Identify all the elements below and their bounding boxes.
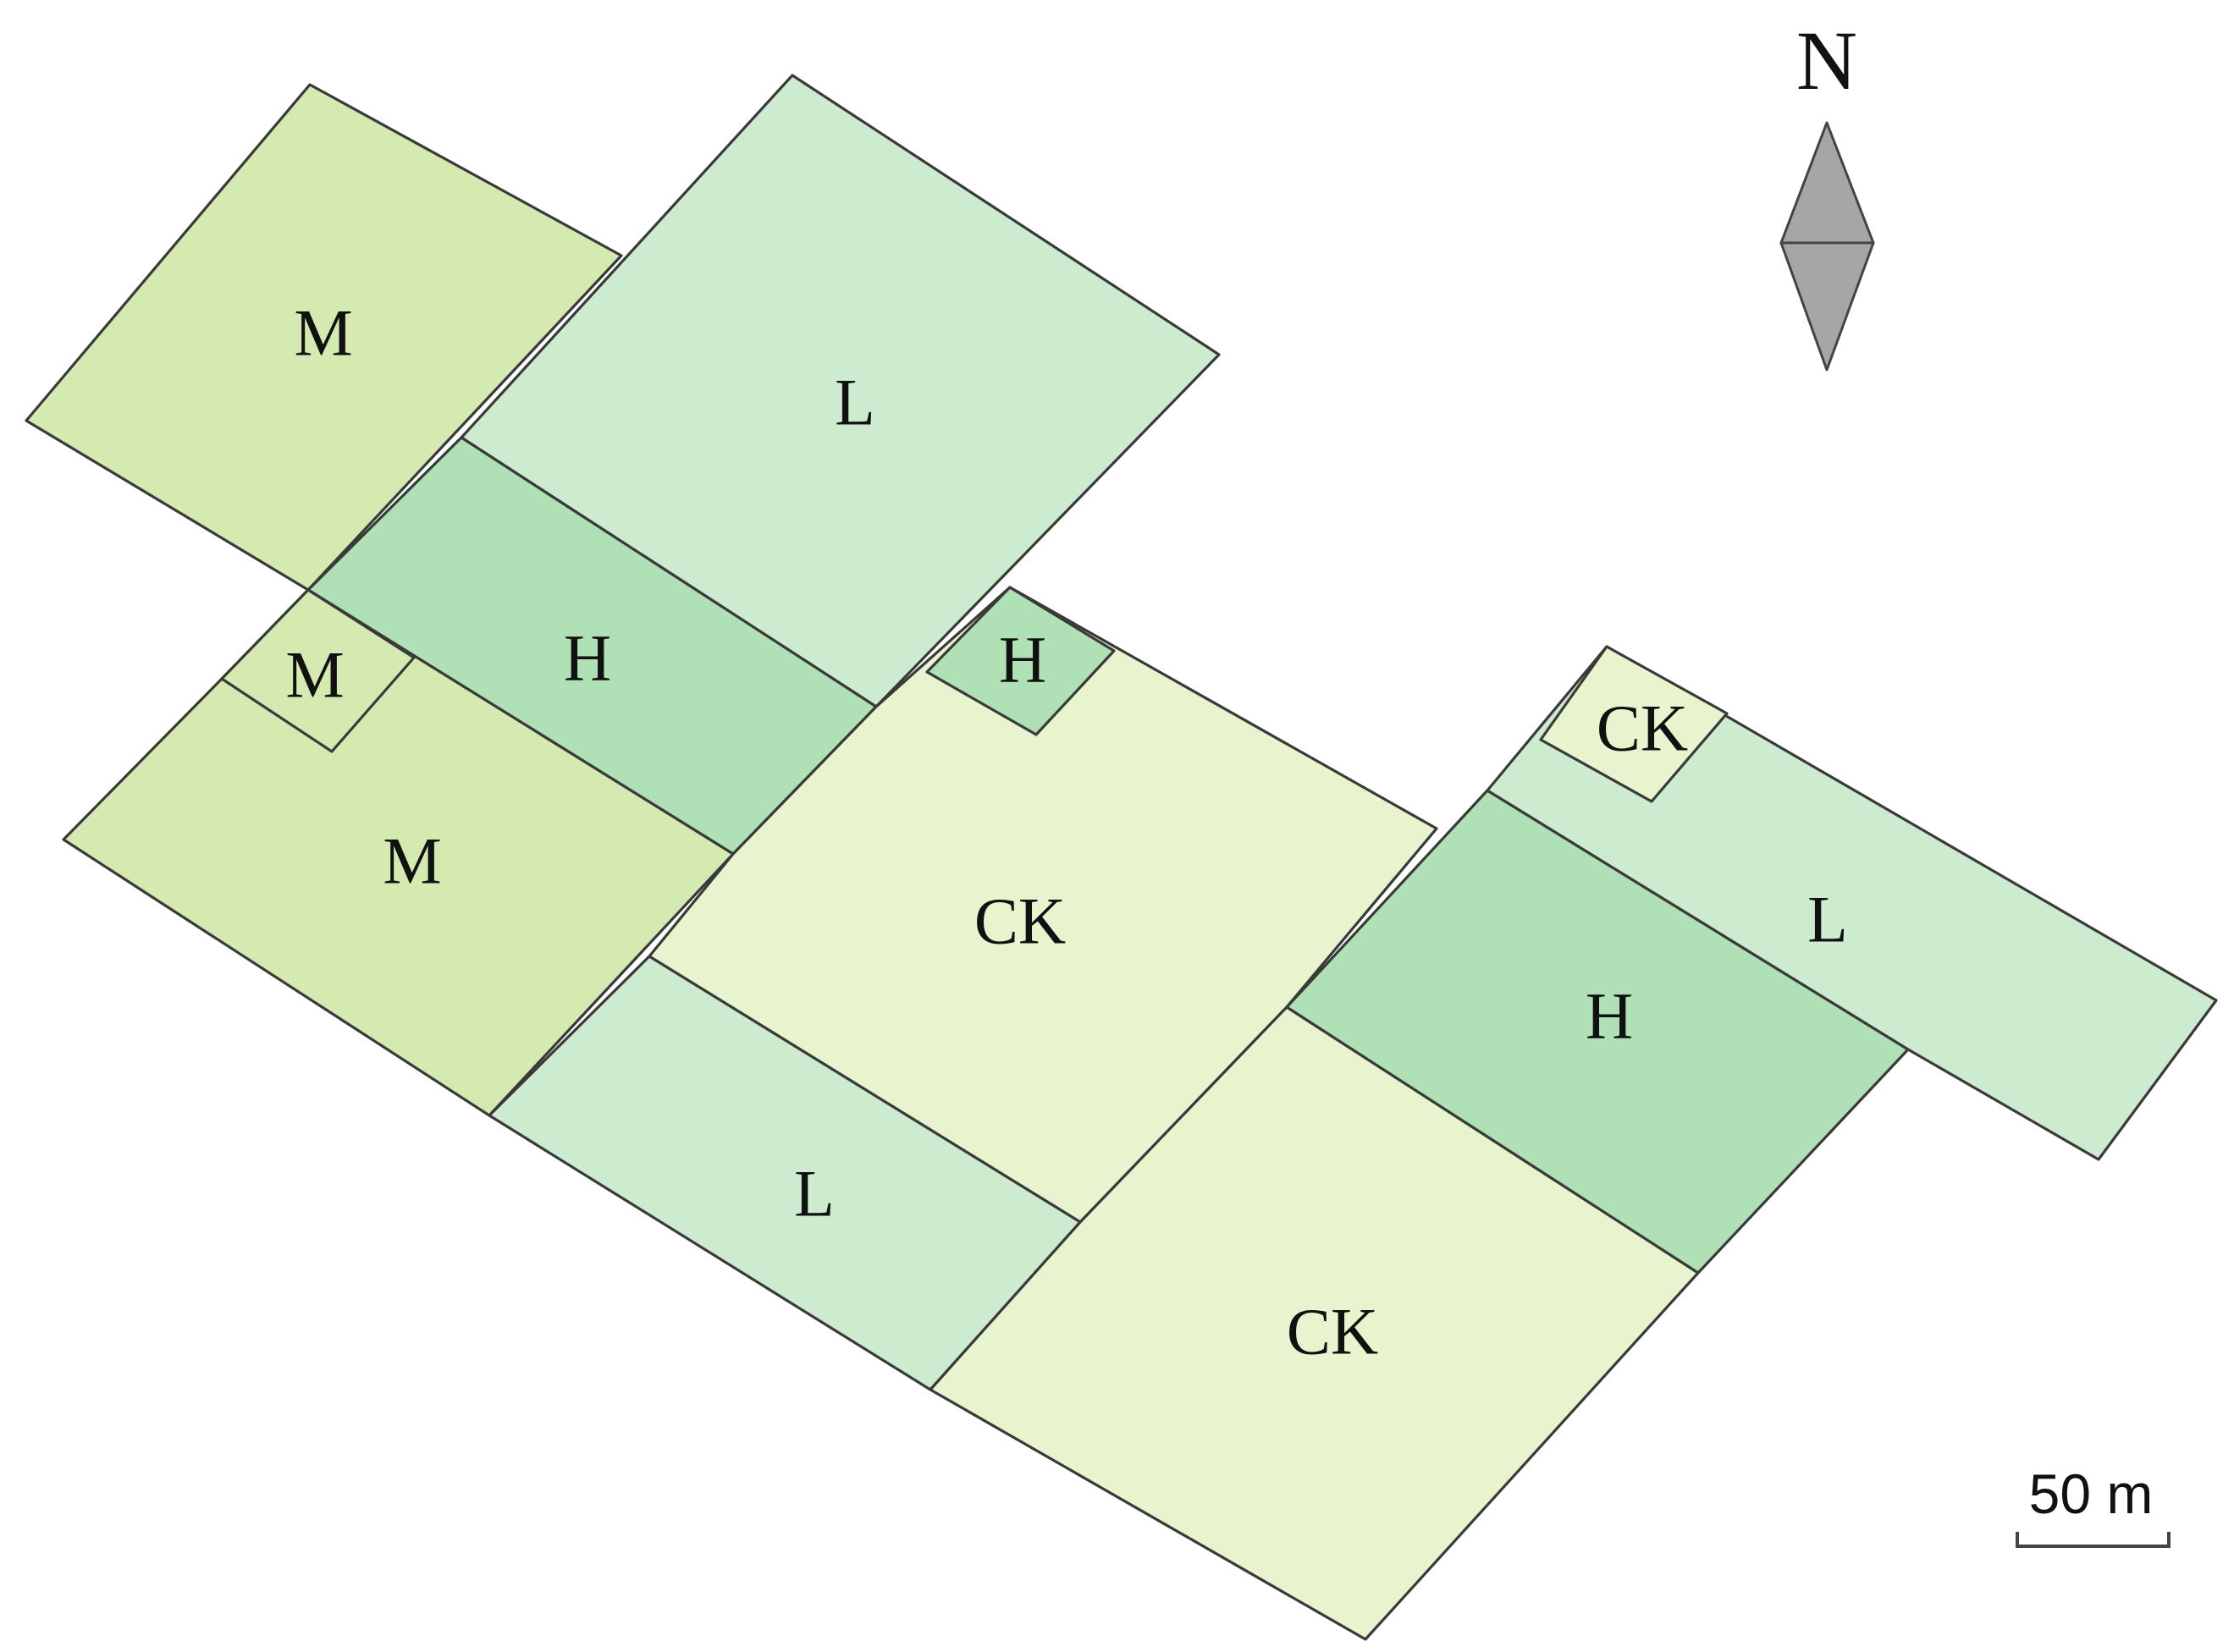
plot-m-left: M (62, 588, 735, 1117)
plot-label: H (999, 623, 1046, 697)
plot-ck-center: H (925, 586, 1116, 736)
plot-m-top-left: M (25, 83, 623, 592)
plot-label: L (835, 366, 875, 439)
plot-label: CK (974, 884, 1066, 958)
north-arrow-lower-icon (1779, 241, 1875, 372)
north-arrow: N (1779, 14, 1875, 372)
plot-label: L (794, 1157, 835, 1231)
scale-bar: 50 m (2016, 1462, 2171, 1548)
scale-bar-line (2016, 1532, 2171, 1548)
north-label: N (1796, 14, 1857, 107)
plot-label: M (294, 296, 352, 370)
plot-ck-left: M (220, 588, 416, 753)
scale-label: 50 m (2029, 1462, 2154, 1525)
plot-label: H (1586, 979, 1633, 1053)
plot-label: CK (1287, 1295, 1378, 1368)
plot-label: H (564, 621, 611, 695)
plot-label: M (383, 824, 441, 898)
plot-label: CK (1597, 691, 1688, 765)
plot-label: M (285, 638, 344, 712)
north-arrow-upper-icon (1779, 121, 1875, 245)
plot-label: L (1807, 883, 1848, 956)
plot-l-top: L (460, 74, 1221, 708)
plot-ck-right: CK (1539, 645, 1729, 803)
